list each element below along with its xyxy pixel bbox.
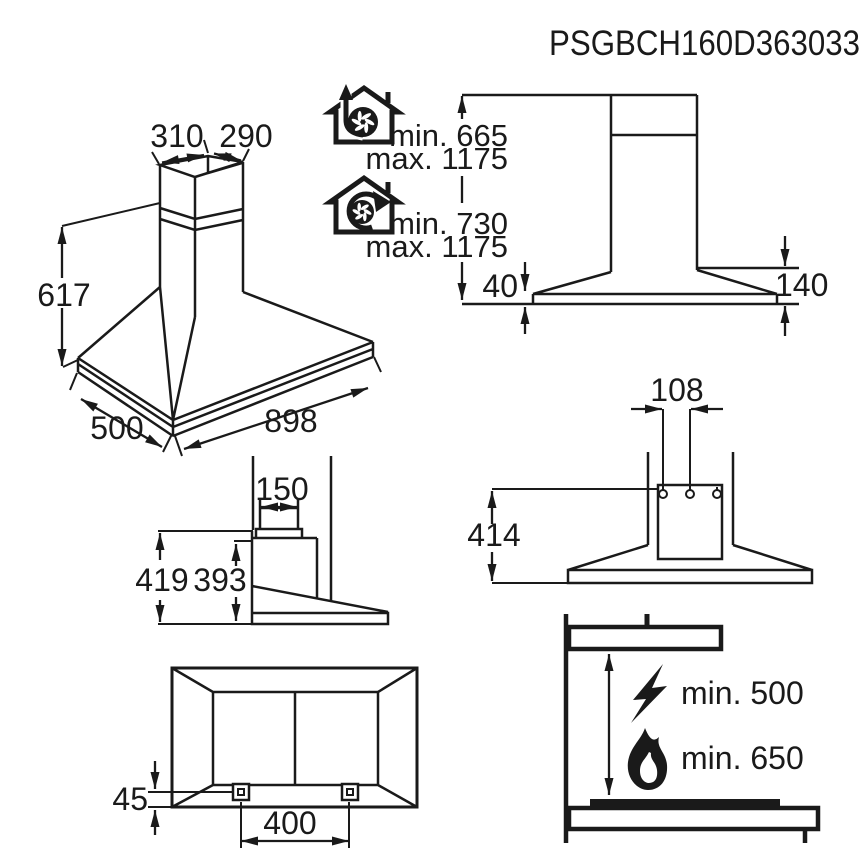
dim-45-label: 45	[112, 781, 148, 817]
isometric-linework	[76, 154, 375, 438]
height-requirements: min. 665 max. 1175 min. 730 max. 1175	[322, 84, 508, 300]
bottom-extension-lines	[148, 791, 350, 848]
mounting-view: 108 414	[467, 372, 814, 585]
dim-414-label: 414	[467, 517, 520, 553]
dim-419-label: 419	[135, 562, 188, 598]
fan-blades	[351, 110, 375, 134]
side-view: 150 419 393	[135, 456, 390, 626]
bottom-view: 45 400	[112, 666, 419, 848]
cooktop-bar	[590, 799, 780, 808]
front-view-linework	[462, 93, 799, 306]
dim-617-label: 617	[37, 277, 90, 313]
exhaust-max-height-label: max. 1175	[366, 141, 508, 176]
isometric-extension-lines	[61, 139, 382, 457]
house-exhaust-fan-icon	[322, 84, 406, 145]
dim-310-label: 310	[150, 118, 203, 154]
flame-icon-inner	[640, 752, 658, 783]
lightning-icon	[631, 664, 667, 723]
mounting-extension-lines	[492, 409, 691, 584]
recirculation-max-height-label: max. 1175	[366, 229, 508, 264]
fan-blades	[352, 202, 372, 222]
dim-40-label: 40	[482, 268, 518, 304]
dim-400-label: 400	[263, 805, 316, 841]
clearance-view: min. 500 min. 650	[563, 614, 821, 843]
mounting-view-linework	[566, 452, 814, 585]
electric-clearance-label: min. 500	[681, 675, 804, 711]
house-recirculation-fan-icon	[322, 174, 406, 235]
bottom-view-linework	[171, 666, 418, 809]
dim-500-label: 500	[90, 410, 143, 446]
dim-898-label: 898	[264, 403, 317, 439]
dim-898-arrow	[183, 386, 369, 451]
front-view: 40 140	[462, 93, 828, 336]
dim-140-label: 140	[775, 267, 828, 303]
gas-clearance-label: min. 650	[681, 740, 804, 776]
product-code-title: PSGBCH160D363033	[549, 24, 860, 63]
dim-393-label: 393	[193, 562, 246, 598]
recirculation-min-height-label: min. 730	[389, 206, 508, 241]
clearance-linework	[563, 614, 821, 843]
isometric-view: 310 290 617 500 898	[37, 118, 382, 457]
mounting-square-right	[340, 782, 360, 802]
side-view-extension-lines	[158, 530, 253, 625]
mounting-square-left	[231, 782, 251, 802]
dim-150-label: 150	[255, 471, 308, 507]
exhaust-min-height-label: min. 665	[389, 118, 508, 153]
dim-108-label: 108	[650, 372, 703, 408]
keyhole-slots	[658, 487, 722, 499]
dim-290-label: 290	[219, 118, 272, 154]
